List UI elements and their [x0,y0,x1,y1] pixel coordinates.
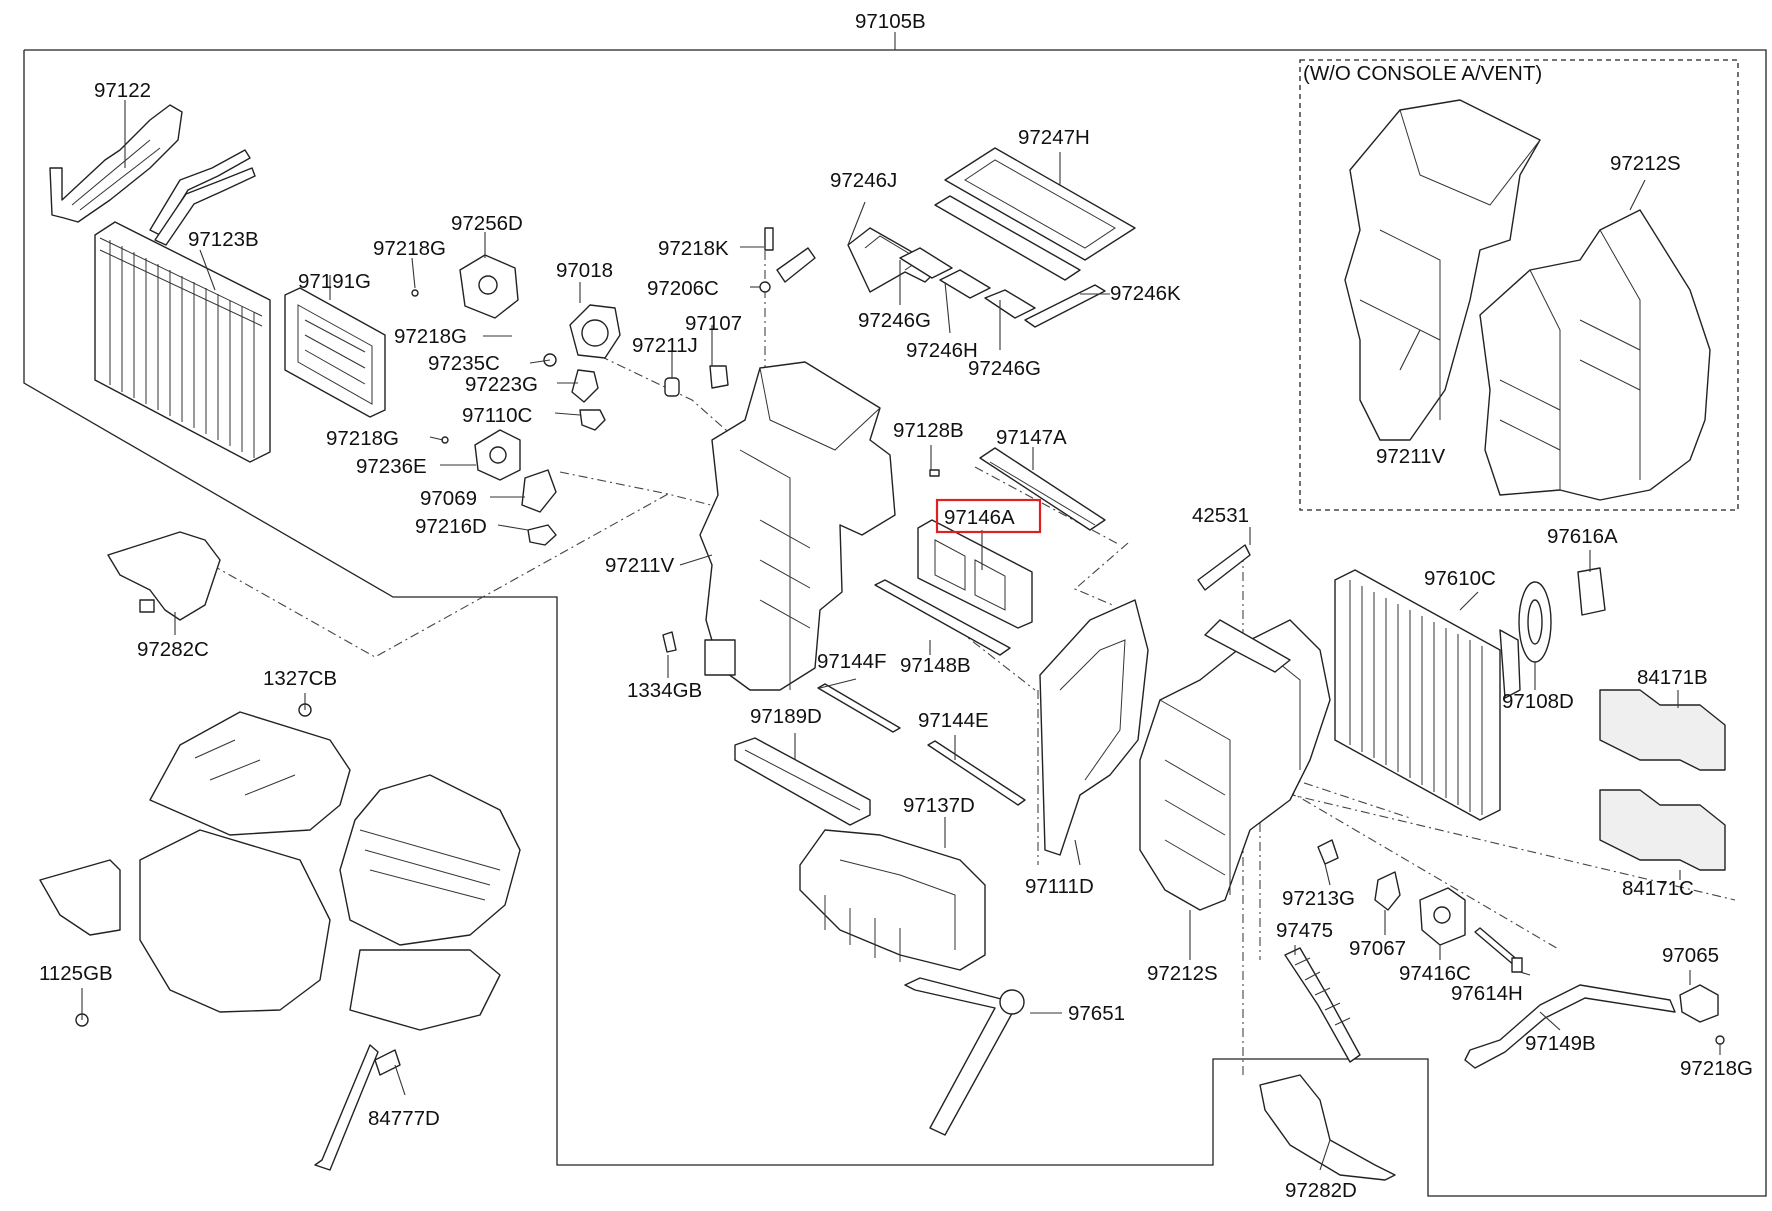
label-97218G-d: 97218G [1680,1057,1753,1080]
part-97282C-duct [107,531,221,621]
label-97218G-a: 97218G [373,237,446,260]
inset-frame [1299,59,1739,511]
part-97247H-gasket-set [847,147,1136,328]
part-97282D-duct [1259,1074,1396,1181]
part-97651-hose [904,977,1025,1136]
label-1334GB: 1334GB [627,679,702,702]
label-84171C: 84171C [1622,877,1694,900]
outer-frame [23,49,1767,1197]
part-97147A-door [979,447,1106,531]
part-42531-clip [1197,544,1251,591]
label-97110C: 97110C [462,404,532,427]
label-1125GB: 1125GB [39,962,113,985]
label-97213G: 97213G [1282,887,1355,910]
part-labels: 97105B (W/O CONSOLE A/VENT) 97122 97123B… [39,10,1753,1202]
label-97256D: 97256D [451,212,523,235]
label-97282C: 97282C [137,638,209,661]
label-97149B: 97149B [1525,1032,1596,1055]
label-97246K: 97246K [1110,282,1181,305]
label-97065: 97065 [1662,944,1719,967]
inset-title: (W/O CONSOLE A/VENT) [1303,62,1542,85]
label-97235C: 97235C [428,352,500,375]
part-97137D-tray [799,829,986,971]
label-97247H: 97247H [1018,126,1090,149]
label-84777D: 84777D [368,1107,440,1130]
label-97616A: 97616A [1547,525,1618,548]
label-97416C: 97416C [1399,962,1471,985]
label-97105B: 97105B [855,10,926,33]
label-97211V-b: 97211V [1376,445,1445,468]
label-84171B: 84171B [1637,666,1708,689]
label-97218G-c: 97218G [326,427,399,450]
part-84171C-pad [1599,789,1726,871]
label-97651: 97651 [1068,1002,1125,1025]
label-97218K: 97218K [658,237,729,260]
label-97246G-a: 97246G [858,309,931,332]
part-97146A-door [917,469,1033,629]
part-97018-motor [543,304,621,431]
part-97211J-small [664,227,816,397]
label-97111D: 97111D [1025,875,1094,898]
part-97213G-clamp [1317,839,1466,946]
label-97218G-b: 97218G [394,325,467,348]
label-97122: 97122 [94,79,151,102]
part-97111D-case-panel [1039,599,1149,856]
label-97144E: 97144E [918,709,989,732]
label-97067: 97067 [1349,937,1406,960]
label-97146A: 97146A [944,506,1015,529]
part-97236E-actuator [441,429,557,546]
leader-lines [81,100,1721,1171]
part-97122-pipe [49,104,256,246]
part-97108D-grommet [1518,567,1606,663]
label-97246J: 97246J [830,169,897,192]
label-97211J: 97211J [632,334,698,357]
part-97212S-case-lower [1139,619,1331,911]
label-97148B: 97148B [900,654,971,677]
label-97236E: 97236E [356,455,427,478]
label-97108D: 97108D [1502,690,1574,713]
label-97128B: 97128B [893,419,964,442]
label-97123B: 97123B [188,228,259,251]
label-97147A: 97147A [996,426,1067,449]
label-97107: 97107 [685,312,742,335]
label-97206C: 97206C [647,277,719,300]
label-97211V-a: 97211V [605,554,674,577]
label-97018: 97018 [556,259,613,282]
label-1327CB: 1327CB [263,667,337,690]
label-97246H: 97246H [906,339,978,362]
label-97216D: 97216D [415,515,487,538]
label-97246G-b: 97246G [968,357,1041,380]
part-97614H-pin [1474,927,1523,973]
part-97475-hose [1284,947,1361,1063]
part-inset-assembly [1344,99,1711,501]
highlight-box [935,498,1042,534]
label-97475: 97475 [1276,919,1333,942]
label-97610C: 97610C [1424,567,1496,590]
part-97211V-case-upper [662,361,896,691]
part-97149B-hose [1464,984,1725,1069]
label-97191G: 97191G [298,270,371,293]
part-97191G-filter [284,287,386,418]
label-42531: 42531 [1192,504,1249,527]
label-97137D: 97137D [903,794,975,817]
part-97256D-actuator [411,254,519,319]
label-97144F: 97144F [817,650,887,673]
label-97189D: 97189D [750,705,822,728]
label-97069: 97069 [420,487,477,510]
part-97123B-evaporator [94,221,271,463]
part-84171B-pad [1599,689,1726,771]
label-97212S-a: 97212S [1610,152,1681,175]
label-97282D: 97282D [1285,1179,1357,1202]
part-97610C-heater-core [1334,569,1521,821]
part-hvac-assembly [39,703,521,1171]
part-97189D-seal [734,737,871,826]
label-97212S-b: 97212S [1147,962,1218,985]
label-97614H: 97614H [1451,982,1523,1005]
part-97148B-rod [817,579,1026,806]
label-97223G: 97223G [465,373,538,396]
